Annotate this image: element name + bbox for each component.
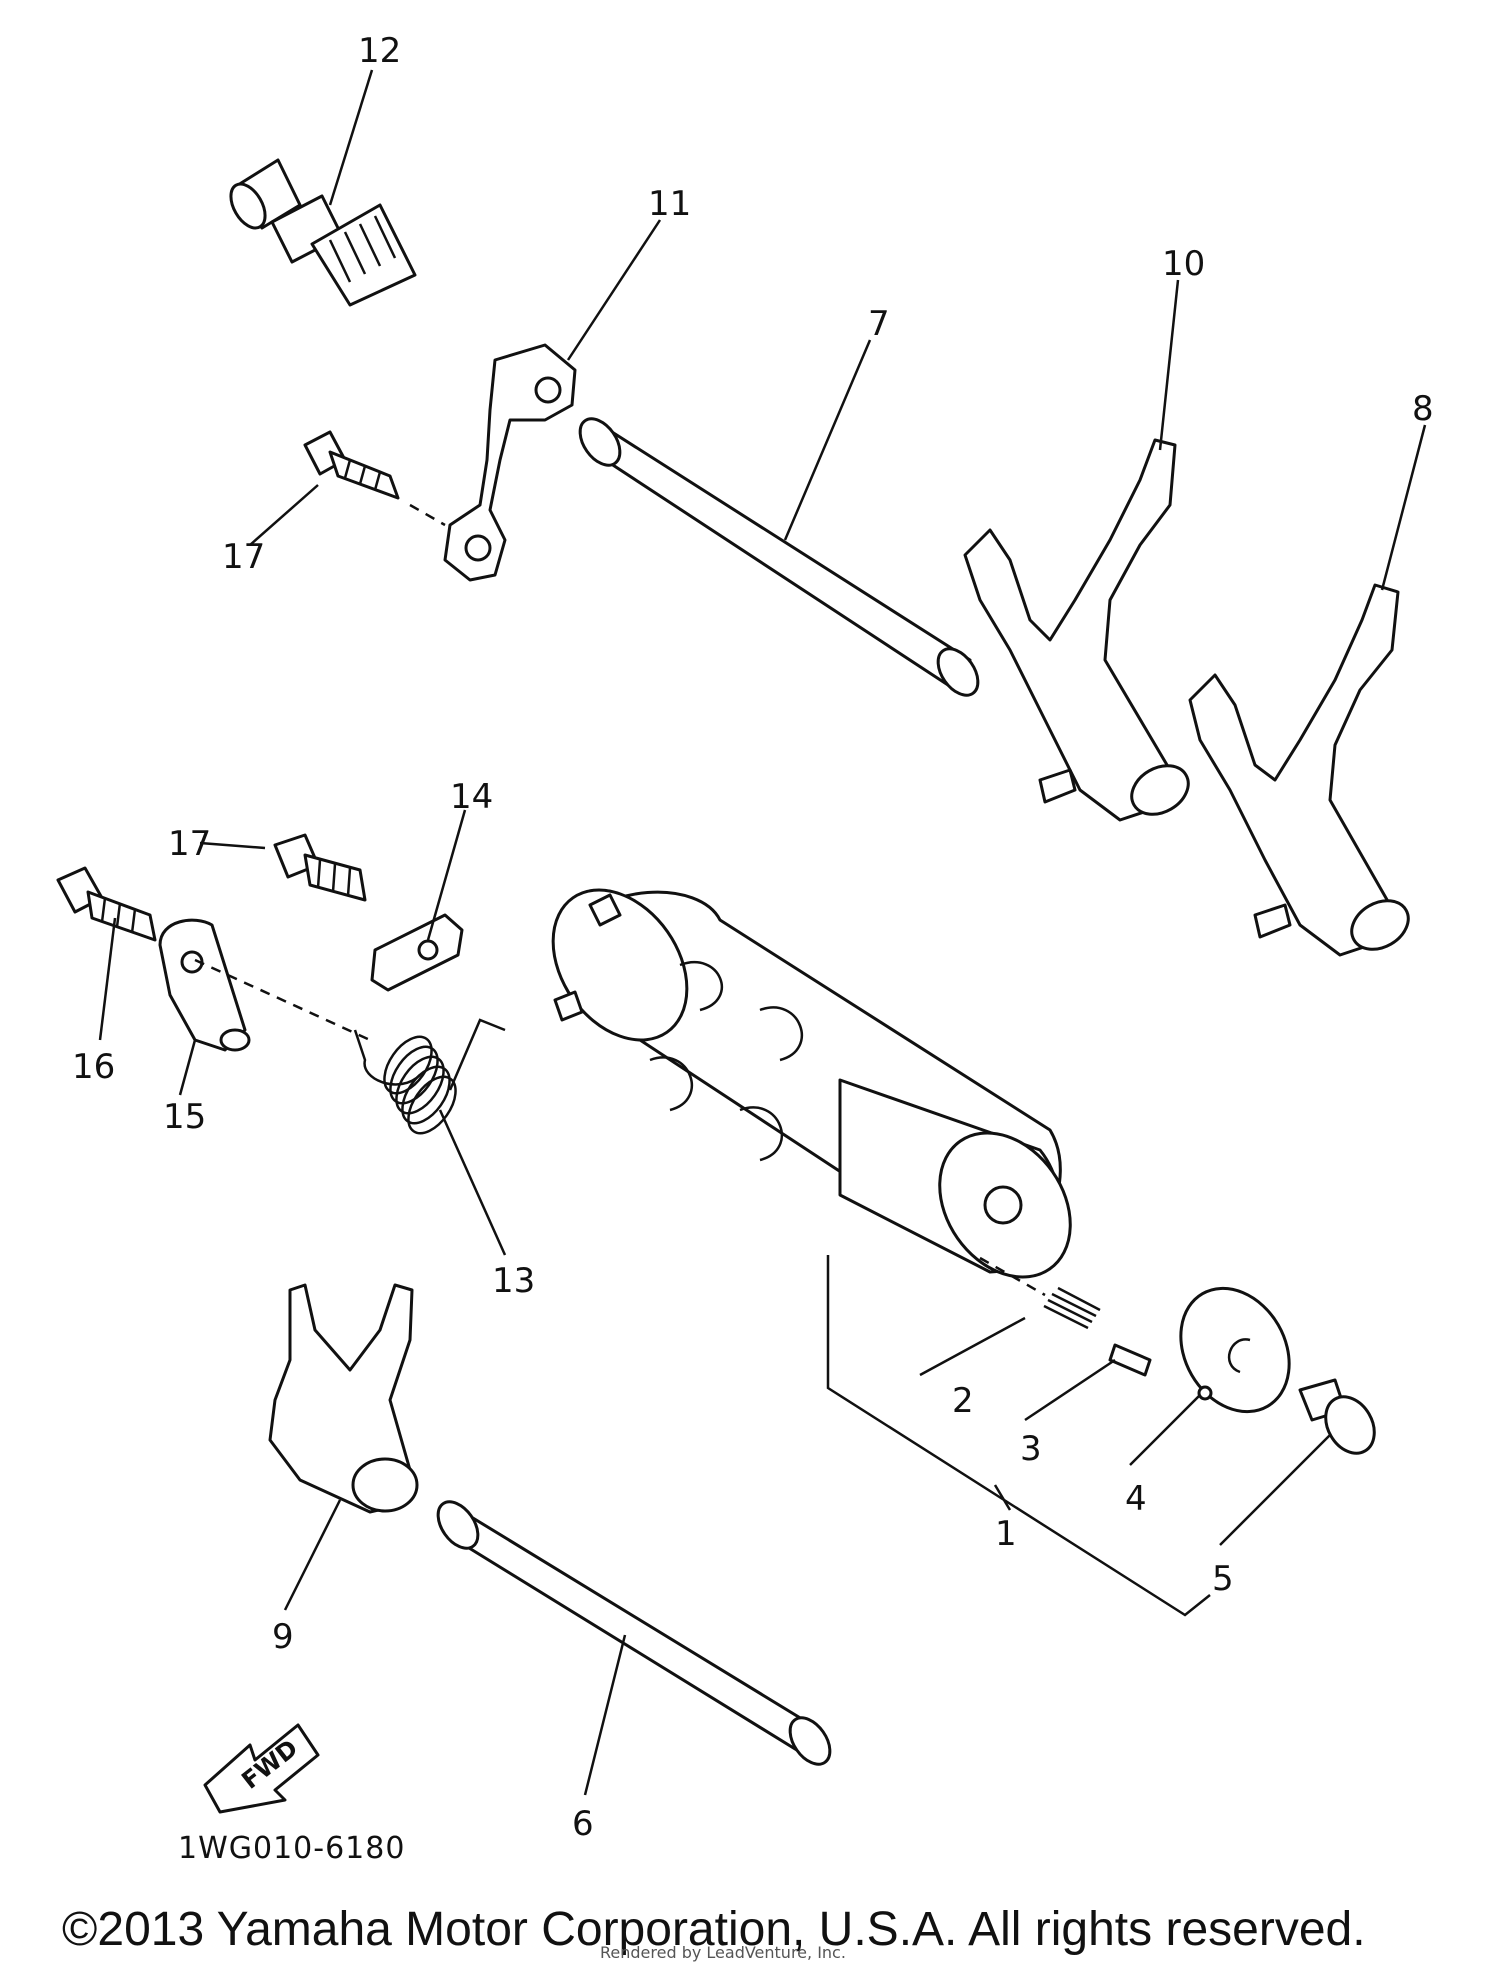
part-3-pin: [1108, 1343, 1152, 1377]
part-1-shift-cam: [551, 888, 1072, 1279]
callout-12: 12: [358, 31, 401, 71]
copyright-notice: ©2013 Yamaha Motor Corporation, U.S.A. A…: [62, 1903, 1366, 1956]
part-10-shift-fork: [963, 438, 1190, 822]
callout-8: 8: [1412, 389, 1434, 429]
part-13-spring: [353, 1018, 506, 1135]
callout-5: 5: [1212, 1559, 1234, 1599]
callout-9: 9: [272, 1617, 294, 1657]
callout-16: 16: [72, 1047, 115, 1087]
part-6-guide-bar: [436, 1500, 832, 1766]
callout-10: 10: [1162, 244, 1205, 284]
callout-17-upper: 17: [222, 537, 265, 577]
part-11-stopper-plate: [443, 343, 577, 582]
part-8-shift-fork: [1188, 583, 1410, 957]
callout-3: 3: [1020, 1429, 1042, 1469]
figure-code: 1WG010-6180: [178, 1831, 405, 1866]
rendered-by-note: Rendered by LeadVenture, Inc.: [600, 1943, 846, 1962]
part-12-shoulder-bolt: [229, 158, 417, 307]
part-7-guide-bar: [578, 417, 980, 697]
callout-6: 6: [572, 1804, 594, 1844]
part-17-bolt-lower: [273, 833, 367, 902]
part-14-plate: [370, 913, 464, 992]
part-2-spring: [1043, 1286, 1101, 1330]
part-17-bolt-upper: [303, 430, 400, 500]
callout-14: 14: [450, 777, 493, 817]
callout-1: 1: [995, 1514, 1017, 1554]
forward-direction-arrow-icon: FWD: [203, 1723, 320, 1814]
leader-lines: [98, 69, 1427, 1796]
callout-2: 2: [952, 1381, 974, 1421]
callout-11: 11: [648, 184, 691, 224]
callout-7: 7: [868, 304, 890, 344]
callout-13: 13: [492, 1261, 535, 1301]
callouts: 12 11 7 10 8 17 17 14 16 15 13 2 3 4 1 5…: [72, 31, 1434, 1844]
callout-4: 4: [1125, 1479, 1147, 1519]
part-15-stopper-lever: [158, 918, 251, 1052]
callout-17-lower: 17: [168, 824, 211, 864]
part-9-shift-fork: [268, 1283, 419, 1514]
part-4-plate: [1179, 1286, 1291, 1414]
part-5-screw: [1298, 1378, 1376, 1455]
part-16-bolt: [56, 866, 157, 942]
callout-15: 15: [163, 1097, 206, 1137]
